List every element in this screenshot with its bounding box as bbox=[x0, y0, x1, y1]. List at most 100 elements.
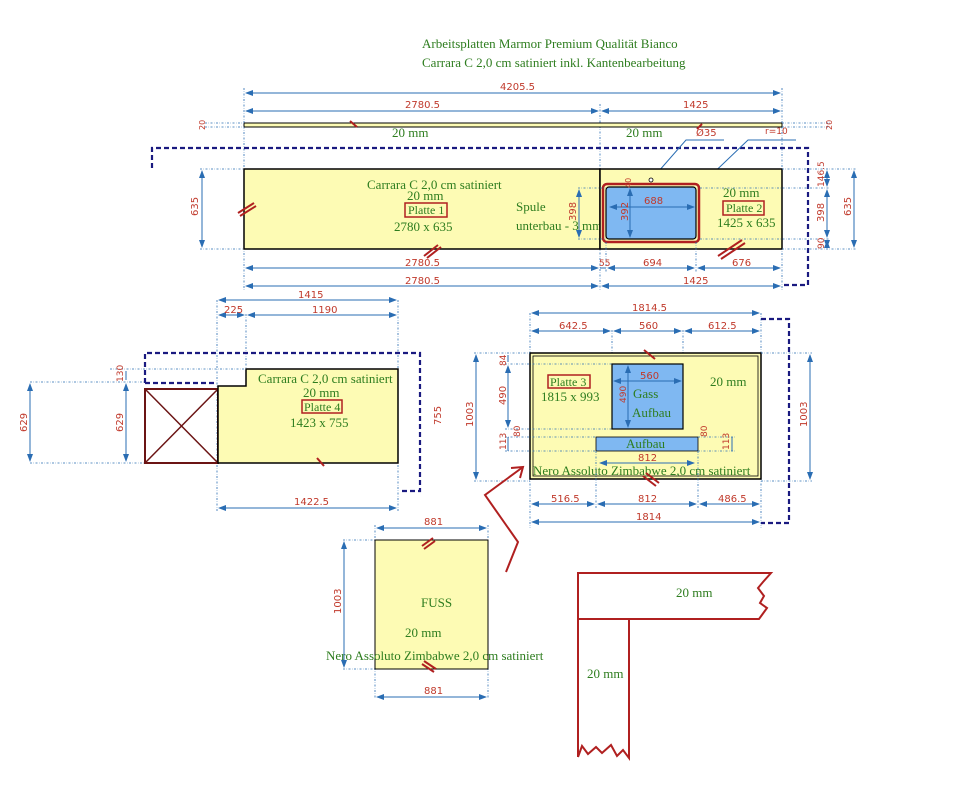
sink-outline bbox=[601, 182, 701, 244]
sink-height: 392 bbox=[620, 202, 631, 221]
fuss-thickness: 20 mm bbox=[405, 625, 441, 640]
plate-3-dim-left-490: 490 bbox=[498, 386, 509, 405]
plate-4-name: Platte 4 bbox=[304, 400, 340, 414]
wall-outline-plate-3 bbox=[761, 317, 791, 525]
edge-detail: 20 mm 20 mm bbox=[577, 572, 774, 761]
plate-3-bottom-dim-3: 486.5 bbox=[718, 494, 747, 505]
plate-4-material: Carrara C 2,0 cm satiniert bbox=[258, 371, 393, 386]
plate-4-dim-left-outer: 629 bbox=[19, 413, 30, 432]
plate-1-name: Platte 1 bbox=[408, 203, 444, 217]
edge-detail-vertical-label: 20 mm bbox=[587, 666, 623, 681]
plate-3-dim-left-outer: 1003 bbox=[465, 402, 476, 427]
plate-2-bottom-total: 1425 bbox=[683, 276, 708, 287]
cooktop-height: 490 bbox=[619, 386, 629, 403]
plate-4 bbox=[217, 368, 399, 464]
plate-4-dim-left-inner: 629 bbox=[115, 413, 126, 432]
cooktop-width: 560 bbox=[640, 371, 659, 382]
plate-2-right-dim-1: 146.5 bbox=[817, 161, 827, 187]
sink-note-line-1: Spule bbox=[516, 199, 546, 214]
wall-outline-plate-4 bbox=[143, 351, 422, 493]
sink-cutout-height: 398 bbox=[568, 202, 579, 221]
plate-3-name: Platte 3 bbox=[550, 375, 586, 389]
plate-2-right-dim-2: 398 bbox=[816, 203, 827, 222]
plate-2-bottom-dim-3: 676 bbox=[732, 258, 751, 269]
plate-3-dim-right-113: 113 bbox=[722, 433, 732, 450]
aufbau-strip bbox=[595, 436, 699, 452]
plate-2-thickness: 20 mm bbox=[723, 185, 759, 200]
plate-3-material: Nero Assoluto Zimbabwe 2,0 cm satiniert bbox=[533, 463, 751, 478]
plate-2-right-dim-3: 90 bbox=[817, 237, 827, 249]
plate-1-bottom-dim-2: 2780.5 bbox=[405, 276, 440, 287]
plate-3-dim-top-left: 642.5 bbox=[559, 321, 588, 332]
fuss-name: FUSS bbox=[421, 595, 452, 610]
top-section: 4205.5 2780.5 1425 20 20 20 mm 20 mm Ø35… bbox=[150, 82, 857, 290]
plate-1-material: Carrara C 2,0 cm satiniert bbox=[367, 177, 502, 192]
plate-4-thickness: 20 mm bbox=[303, 385, 339, 400]
plate-3-size: 1815 x 993 bbox=[541, 389, 600, 404]
fuss-dim-top: 881 bbox=[424, 517, 443, 528]
fuss-dim-height: 1003 bbox=[333, 589, 344, 614]
red-connector-arrow bbox=[483, 466, 524, 573]
plate-1-name-box bbox=[404, 202, 448, 218]
edge-detail-horizontal-label: 20 mm bbox=[676, 585, 712, 600]
plate-2-name: Platte 2 bbox=[726, 201, 762, 215]
edge-thickness-right: 20 bbox=[825, 120, 834, 130]
plate-2-bottom-dim-1: 55 bbox=[599, 259, 610, 269]
plate-4-dim-total: 1415 bbox=[298, 290, 323, 301]
plate-4-dim-rest: 1190 bbox=[312, 305, 337, 316]
plate-3-section: 1814.5 642.5 560 612.5 560 490 Gass Aufb… bbox=[465, 303, 813, 573]
dim-overall: 4205.5 bbox=[500, 82, 535, 93]
cooktop-cutout bbox=[611, 363, 684, 430]
plate-3-dim-top-mid: 560 bbox=[639, 321, 658, 332]
plate-3-dim-total-top: 1814.5 bbox=[632, 303, 667, 314]
plate-4-size: 1423 x 755 bbox=[290, 415, 349, 430]
plate-4-dim-bottom: 1422.5 bbox=[294, 497, 329, 508]
plate-3-dim-left-113: 113 bbox=[499, 433, 509, 450]
plate-3-dim-left-84: 84 bbox=[499, 354, 509, 366]
plate-4-name-box bbox=[301, 399, 343, 414]
sink-note-line-2: unterbau - 3 mm bbox=[516, 218, 602, 233]
plate-3-dim-right-outer: 1003 bbox=[799, 402, 810, 427]
tap-hole bbox=[648, 177, 654, 183]
plate-2-bottom-dim-2: 694 bbox=[643, 258, 662, 269]
title-line-1: Arbeitsplatten Marmor Premium Qualität B… bbox=[422, 36, 678, 51]
fuss-section: 881 FUSS 20 mm Nero Assoluto Zimbabwe 2,… bbox=[326, 517, 544, 700]
sink-width: 688 bbox=[644, 196, 663, 207]
plate-1 bbox=[243, 168, 601, 250]
plate-4-section: 1415 225 1190 Carrara C 2,0 cm satiniert… bbox=[19, 290, 444, 512]
edge-detail-outline bbox=[577, 572, 774, 757]
plate-3-dim-right-80: 80 bbox=[700, 425, 710, 437]
plate-4-dim-notch: 225 bbox=[224, 305, 243, 316]
sink-offset-top: 40 bbox=[624, 178, 633, 188]
plate-1-size: 2780 x 635 bbox=[394, 219, 453, 234]
cooktop-label-2: Aufbau bbox=[632, 405, 671, 420]
edge-thickness-left: 20 bbox=[198, 120, 207, 130]
aufbau-strip-width: 812 bbox=[638, 453, 657, 464]
plate-3-dim-top-right: 612.5 bbox=[708, 321, 737, 332]
plate-2-name-box bbox=[722, 200, 765, 216]
plate-4-dim-right: 755 bbox=[433, 406, 444, 425]
plate-2-size: 1425 x 635 bbox=[717, 215, 776, 230]
title-line-2: Carrara C 2,0 cm satiniert inkl. Kantenb… bbox=[422, 55, 686, 70]
aufbau-strip-label: Aufbau bbox=[626, 436, 665, 451]
corner-radius: r=10 bbox=[765, 127, 788, 137]
fuss-plate bbox=[374, 539, 489, 670]
plate-3-bottom-dim-1: 516.5 bbox=[551, 494, 580, 505]
plate-3-thickness: 20 mm bbox=[710, 374, 746, 389]
plate-3-dim-left-80: 80 bbox=[513, 425, 523, 437]
plate-4-dim-notch-height: 130 bbox=[116, 365, 126, 382]
edge-strip bbox=[243, 122, 783, 128]
plate-1-thickness: 20 mm bbox=[407, 188, 443, 203]
edge-label-left: 20 mm bbox=[392, 125, 428, 140]
plate-2-height-dim: 635 bbox=[843, 197, 854, 216]
fuss-material: Nero Assoluto Zimbabwe 2,0 cm satiniert bbox=[326, 648, 544, 663]
hole-diameter: Ø35 bbox=[696, 127, 717, 139]
wall-outline-top bbox=[150, 146, 810, 287]
plate-1-bottom-dim-1: 2780.5 bbox=[405, 258, 440, 269]
plate-1-height-dim: 635 bbox=[190, 197, 201, 216]
cooktop-label-1: Gass bbox=[633, 386, 658, 401]
plate-3-name-box bbox=[547, 374, 591, 389]
dim-right-top: 1425 bbox=[683, 100, 708, 111]
plate-3-bottom-total: 1814 bbox=[636, 512, 661, 523]
